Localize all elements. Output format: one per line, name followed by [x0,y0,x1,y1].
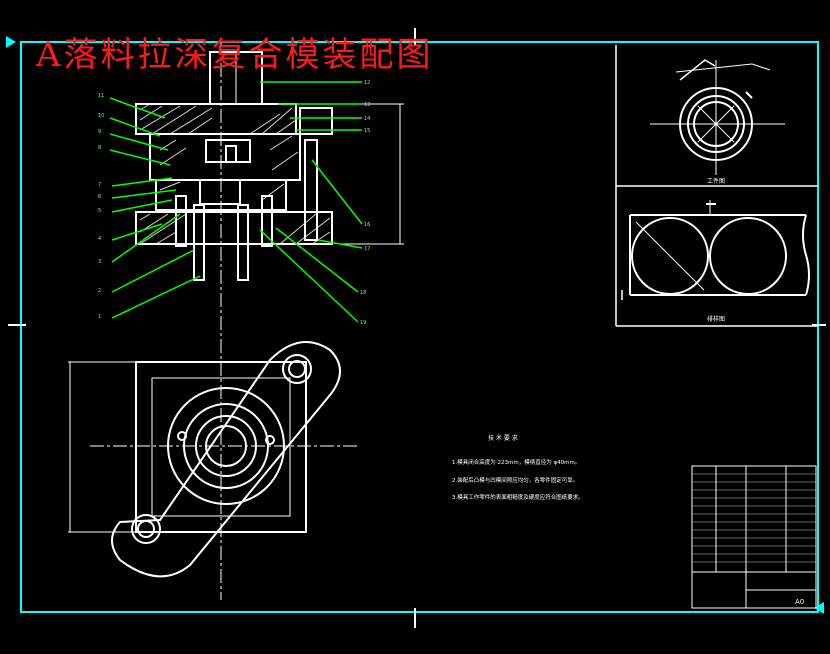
plan-dimension [68,361,136,533]
part-number: 12 [364,80,370,86]
part-number: 17 [364,246,370,252]
part-number: 15 [364,128,370,134]
tech-req-item-2: 2.装配后凸模与凹模间隙应均匀，各零件固定可靠。 [452,476,578,484]
title-block-rows [692,473,816,563]
height-dimension [340,103,404,245]
part-number: 19 [360,320,366,326]
part-number: 18 [360,290,366,296]
part-numbers-right: 12 13 14 15 16 17 18 19 [360,80,370,326]
strip-layout [621,200,810,300]
part-view-label: 工件图 [707,177,725,185]
part-drawing [650,59,785,175]
tech-req-item-3: 3.模具工作零件的表面粗糙度及硬度应符合图纸要求。 [452,493,584,501]
part-number: 7 [98,182,101,188]
part-number: 9 [98,129,101,135]
part-number: 14 [364,116,370,122]
part-number: 3 [98,259,101,265]
plan-view [111,341,341,578]
part-numbers-left: 11 10 9 8 7 6 5 4 3 2 1 [98,93,104,320]
tech-req-heading: 技 术 要 求 [488,434,518,442]
title-block [691,465,817,609]
layout-view-label: 排样图 [707,315,725,323]
part-number: 5 [98,208,101,214]
part-view-panel [615,45,818,327]
section-hatching [139,103,331,245]
part-number: 13 [364,102,370,108]
part-number: 10 [98,113,104,119]
leader-lines [109,81,363,323]
part-number: 8 [98,145,101,151]
drawing-title: A落料拉深复合模装配图 [36,35,434,75]
tech-req-item-1: 1.模具闭合高度为 223mm，模柄直径为 φ40mm。 [452,458,580,466]
part-number: 4 [98,236,101,242]
part-number: 11 [98,93,104,99]
sheet-size: A0 [795,598,804,606]
part-number: 2 [98,288,101,294]
part-number: 1 [98,314,101,320]
drawing-frame [20,41,819,613]
section-view [135,51,333,281]
part-number: 16 [364,222,370,228]
part-number: 6 [98,194,101,200]
frame-center-marks [6,28,826,628]
